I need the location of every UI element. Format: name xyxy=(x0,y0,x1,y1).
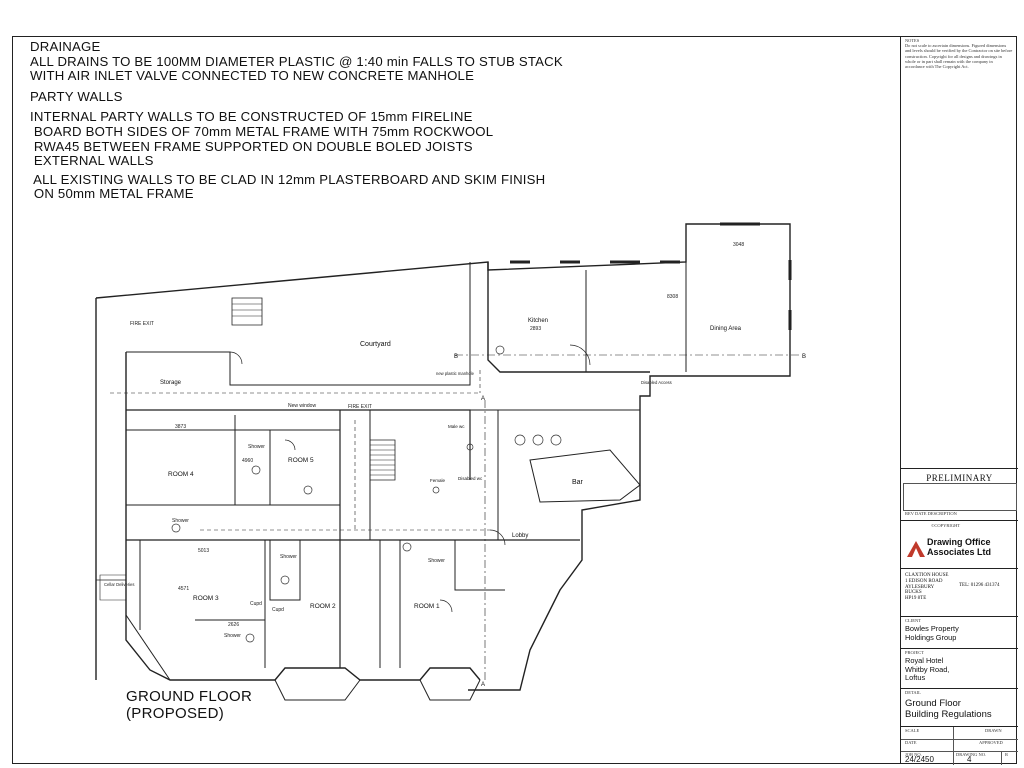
plan-title-line-2: (PROPOSED) xyxy=(126,705,225,722)
revision-table xyxy=(903,483,1017,511)
dim-2893: 2893 xyxy=(530,326,541,332)
drawn-label: DRAWN xyxy=(985,728,1002,733)
label-lobby: Lobby xyxy=(512,533,528,539)
dim-3873: 3873 xyxy=(175,424,186,430)
address-line-1: CLAXTION HOUSE xyxy=(905,573,949,578)
dim-2626: 2626 xyxy=(228,622,239,628)
label-courtyard: Courtyard xyxy=(360,341,391,348)
scale-label: SCALE xyxy=(905,728,920,733)
notes-panel: NOTES Do not scale to ascertain dimensio… xyxy=(905,38,1013,69)
company-name-line-1: Drawing Office xyxy=(927,537,991,547)
party-walls-heading: PARTY WALLS xyxy=(30,88,123,104)
detail-line-1: Ground Floor xyxy=(905,698,961,709)
label-disabled-wc: Disabled wc xyxy=(458,476,483,481)
detail-panel: DETAIL Ground Floor Building Regulations xyxy=(901,688,1018,726)
label-new-manhole: new plastic manhole xyxy=(436,371,475,376)
label-room4: ROOM 4 xyxy=(168,471,194,478)
label-cellar: Cellar Deliveries xyxy=(104,582,134,587)
marker-a-top: A xyxy=(481,396,485,402)
client-label: CLIENT xyxy=(905,618,921,623)
external-walls-line-1: ALL EXISTING WALLS TO BE CLAD IN 12mm PL… xyxy=(30,171,546,187)
label-cupd-2: Cupd xyxy=(272,607,284,613)
label-disabled-access: Disabled Access xyxy=(641,380,672,385)
external-walls-heading: EXTERNAL WALLS xyxy=(30,153,154,169)
dim-4571: 4571 xyxy=(178,586,189,592)
drawing-info-panel: SCALE DRAWN DATE APPROVED JOB NO. DRAWIN… xyxy=(901,726,1018,765)
label-bar: Bar xyxy=(572,479,584,486)
label-shower-5: Shower xyxy=(224,633,241,639)
detail-label: DETAIL xyxy=(905,690,921,695)
general-notes: DRAINAGE ALL DRAINS TO BE 100MM DIAMETER… xyxy=(30,39,563,202)
rev-label: R xyxy=(1005,752,1009,757)
label-shower-3: Shower xyxy=(280,554,297,560)
telephone: TEL: 01296 431374 xyxy=(959,583,1000,588)
marker-a-bottom: A xyxy=(481,682,485,688)
drainage-line-2: WITH AIR INLET VALVE CONNECTED TO NEW CO… xyxy=(30,68,475,84)
company-panel: ©COPYRIGHT Drawing Office Associates Ltd xyxy=(901,520,1018,568)
project-line-1: Royal Hotel xyxy=(905,656,944,665)
project-line-2: Whitby Road, xyxy=(905,664,950,674)
drawing-frame xyxy=(12,36,1017,764)
company-logo-icon xyxy=(907,541,925,557)
address-line-5: HP19 8TE xyxy=(905,596,927,602)
dim-4960: 4960 xyxy=(242,458,253,464)
marker-b-left: B xyxy=(454,354,458,360)
label-shower-2: Shower xyxy=(172,518,189,524)
label-cupd-1: Cupd xyxy=(250,601,262,607)
detail-line-2: Building Regulations xyxy=(905,709,992,720)
label-male-wc: Male wc xyxy=(448,424,465,429)
label-shower-4: Shower xyxy=(428,558,445,564)
dim-3048: 3048 xyxy=(733,242,744,248)
dim-8308: 8308 xyxy=(667,294,678,300)
label-female: Female xyxy=(430,478,446,483)
company-name-line-2: Associates Ltd xyxy=(927,547,992,557)
party-walls-line-2: BOARD BOTH SIDES OF 70mm METAL FRAME WIT… xyxy=(30,123,494,139)
drawing-no-label: DRAWING NO. xyxy=(956,752,987,757)
plan-title-line-1: GROUND FLOOR xyxy=(126,688,253,705)
date-label: DATE xyxy=(905,740,917,745)
client-panel: CLIENT Bowles Property Holdings Group xyxy=(901,616,1018,648)
label-kitchen: Kitchen xyxy=(528,318,548,324)
label-new-window: New window xyxy=(288,403,316,409)
label-room3: ROOM 3 xyxy=(193,595,219,602)
revision-panel: PRELIMINARY REV DATE DESCRIPTION xyxy=(901,468,1018,520)
job-no-label: JOB NO. xyxy=(905,752,922,757)
address-line-2: 1 EDISON ROAD xyxy=(905,578,943,584)
project-label: PROJECT xyxy=(905,650,925,655)
label-dining: Dining Area xyxy=(710,326,742,332)
drainage-line-1: ALL DRAINS TO BE 100MM DIAMETER PLASTIC … xyxy=(30,53,563,69)
label-fire-exit-1: FIRE EXIT xyxy=(130,321,154,327)
address-line-3: AYLESBURY xyxy=(905,584,935,590)
client-line-2: Holdings Group xyxy=(905,632,957,642)
approved-label: APPROVED xyxy=(979,740,1003,745)
address-panel: CLAXTION HOUSE 1 EDISON ROAD AYLESBURY B… xyxy=(901,568,1018,616)
notes-body: Do not scale to ascertain dimensions. Fi… xyxy=(905,43,1013,70)
label-fire-exit-2: FIRE EXIT xyxy=(348,404,372,410)
notes-heading: NOTES xyxy=(905,38,920,43)
dim-5013: 5013 xyxy=(198,548,209,554)
label-room2: ROOM 2 xyxy=(310,603,336,610)
drawing-number: 4 xyxy=(967,755,972,764)
project-panel: PROJECT Royal Hotel Whitby Road, Loftus xyxy=(901,648,1018,688)
status-label: PRELIMINARY xyxy=(926,473,993,483)
title-block: NOTES Do not scale to ascertain dimensio… xyxy=(900,36,1018,765)
address-line-4: BUCKS xyxy=(905,590,922,596)
label-room5: ROOM 5 xyxy=(288,457,314,464)
label-shower-1: Shower xyxy=(248,444,265,450)
project-line-3: Loftus xyxy=(905,673,926,682)
copyright-label: ©COPYRIGHT xyxy=(931,523,961,528)
job-number: 24/2450 xyxy=(905,755,934,764)
party-walls-line-3: RWA45 BETWEEN FRAME SUPPORTED ON DOUBLE … xyxy=(30,138,473,154)
external-walls-line-2: ON 50mm METAL FRAME xyxy=(30,186,194,202)
party-walls-line-1: INTERNAL PARTY WALLS TO BE CONSTRUCTED O… xyxy=(30,109,473,125)
label-room1: ROOM 1 xyxy=(414,603,440,610)
marker-b-right: B xyxy=(802,354,806,360)
label-storage: Storage xyxy=(160,380,182,386)
revision-headers: REV DATE DESCRIPTION xyxy=(905,511,957,516)
drainage-heading: DRAINAGE xyxy=(30,39,101,54)
client-line-1: Bowles Property xyxy=(905,624,959,633)
plan-title: GROUND FLOOR (PROPOSED) xyxy=(126,688,252,722)
